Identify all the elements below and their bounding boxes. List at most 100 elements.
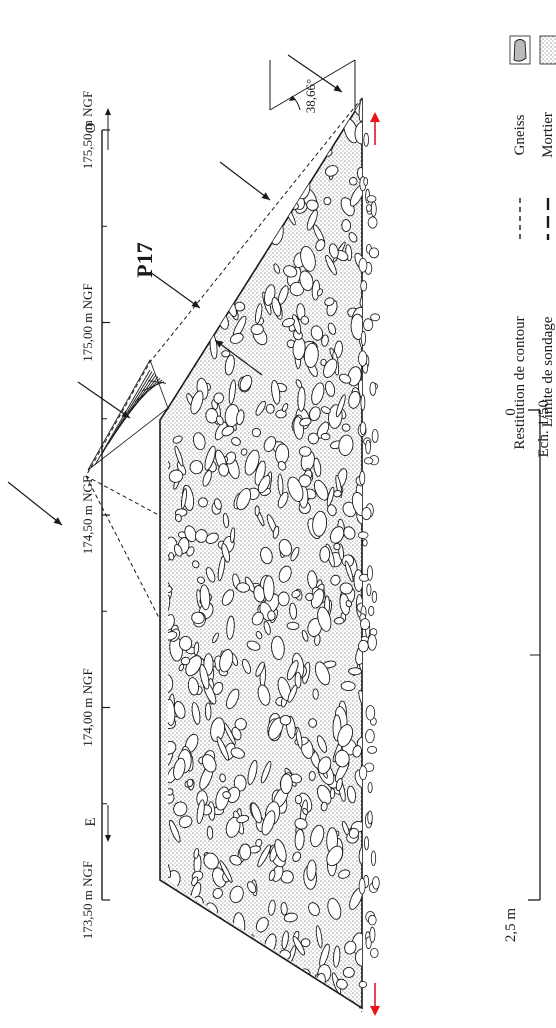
stone (295, 726, 303, 749)
stone (226, 615, 235, 640)
stone (354, 769, 362, 789)
stone (233, 229, 242, 242)
stone (236, 409, 245, 426)
stone (301, 629, 309, 642)
stone (178, 253, 194, 278)
stone (255, 100, 263, 121)
stone (348, 827, 359, 839)
stone (327, 322, 337, 335)
stone (279, 714, 292, 726)
stone (352, 745, 362, 758)
loose-stone (367, 782, 373, 794)
stone (263, 620, 271, 635)
stone (281, 930, 289, 950)
stone (229, 230, 240, 239)
loose-stone (372, 876, 380, 890)
stone (298, 446, 312, 457)
stone (230, 210, 237, 221)
stone (168, 614, 175, 631)
loose-stone (359, 421, 367, 436)
thrust-arrow-line (77, 381, 131, 419)
stone (222, 791, 231, 799)
stone (338, 869, 351, 879)
stone (308, 985, 321, 1007)
stone (179, 635, 193, 651)
stone (216, 736, 230, 761)
stone (356, 602, 362, 615)
stone (327, 118, 337, 136)
stone (269, 115, 279, 129)
stone (205, 567, 216, 583)
stone (210, 717, 226, 743)
hatch-line (94, 369, 151, 466)
loose-stone (367, 914, 377, 926)
stone (161, 993, 166, 1015)
stone (310, 325, 324, 341)
stone (247, 881, 257, 894)
stone (185, 212, 201, 231)
stone (255, 116, 267, 138)
stone (271, 297, 282, 317)
stone (188, 230, 198, 242)
stone (273, 263, 280, 274)
stone (351, 491, 362, 517)
loose-stone (357, 531, 369, 539)
stone (256, 139, 267, 156)
stone (317, 756, 332, 775)
stone (168, 121, 174, 134)
stone (283, 912, 298, 923)
stone (172, 216, 184, 242)
stone (180, 268, 189, 277)
stone (350, 313, 362, 340)
stone (202, 293, 212, 318)
stone (269, 162, 283, 177)
stone (186, 778, 194, 788)
thrust-arrow-line (7, 481, 63, 526)
stone (174, 211, 185, 232)
stone (222, 512, 229, 529)
stone (219, 773, 226, 783)
stone (341, 219, 352, 233)
stone (227, 238, 243, 255)
stone (233, 774, 247, 792)
stone (169, 294, 180, 310)
stone (189, 460, 204, 475)
stone (219, 860, 233, 883)
stone (212, 681, 224, 695)
loose-stone (358, 350, 368, 367)
stone (224, 451, 237, 465)
stone (231, 726, 242, 741)
stone (228, 939, 234, 948)
stone (314, 661, 331, 686)
stone (306, 199, 319, 211)
stone (180, 350, 188, 361)
stone (213, 392, 224, 404)
stone (218, 147, 231, 159)
stone (157, 210, 168, 228)
loose-stone (363, 836, 369, 851)
stone (213, 960, 227, 970)
stone (187, 230, 196, 239)
stone (254, 505, 260, 517)
stone (358, 100, 362, 122)
stone (221, 100, 234, 112)
stone (239, 166, 251, 181)
stone (215, 985, 227, 995)
stone (317, 606, 332, 632)
stone (168, 740, 177, 755)
stone (217, 207, 224, 218)
stone (230, 527, 236, 544)
stone (261, 126, 270, 138)
stone (315, 239, 326, 252)
stone (254, 460, 266, 486)
stone (157, 374, 166, 398)
stone (329, 788, 336, 799)
stone (338, 434, 354, 456)
stone (261, 810, 276, 836)
stone (256, 162, 271, 181)
stone (271, 635, 285, 661)
stone (277, 461, 287, 471)
stone (209, 982, 222, 1007)
stone (276, 157, 285, 175)
stone (230, 747, 245, 759)
